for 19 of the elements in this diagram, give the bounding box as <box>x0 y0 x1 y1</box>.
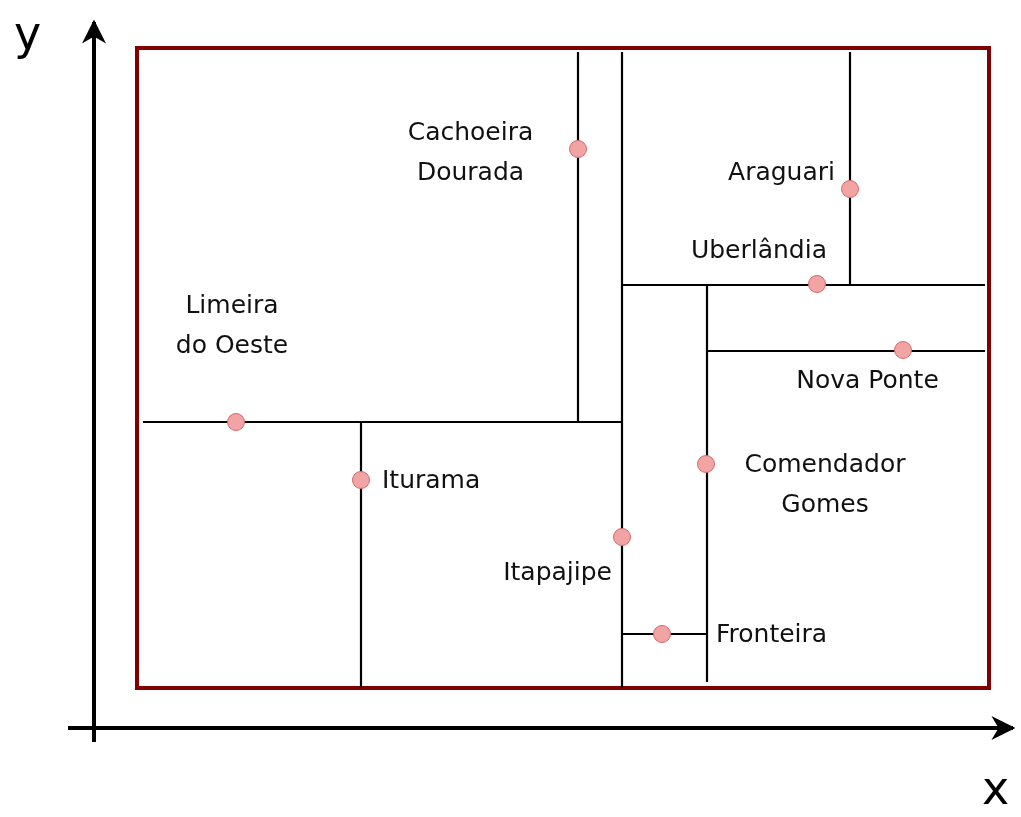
axis-label: x <box>982 765 1010 811</box>
city-label: Limeira do Oeste <box>174 289 290 361</box>
city-point <box>697 455 715 473</box>
city-label: Itapajipe <box>502 556 612 588</box>
city-label: Fronteira <box>716 618 829 650</box>
city-point <box>352 471 370 489</box>
city-point <box>653 625 671 643</box>
city-label: Uberlândia <box>689 234 827 266</box>
city-point <box>569 140 587 158</box>
city-label: Comendador Gomes <box>743 448 907 520</box>
city-point <box>841 180 859 198</box>
city-label: Cachoeira Dourada <box>406 116 535 188</box>
city-label: Iturama <box>382 464 482 496</box>
city-point <box>808 275 826 293</box>
city-label: Nova Ponte <box>795 364 940 396</box>
city-label: Araguari <box>727 156 835 188</box>
city-point <box>613 528 631 546</box>
city-point <box>894 341 912 359</box>
city-point <box>227 413 245 431</box>
